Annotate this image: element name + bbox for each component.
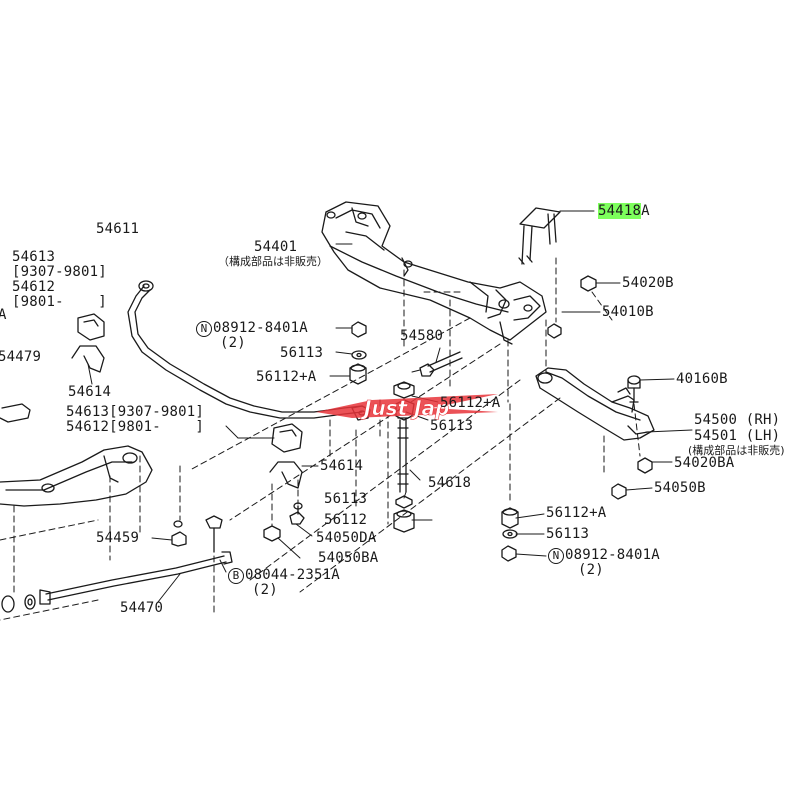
- part-54401-label[interactable]: 54401: [254, 239, 298, 255]
- bracket-54459-drawing: [0, 445, 153, 507]
- part-40160b-label[interactable]: 40160B: [676, 371, 728, 387]
- part-56112a-a-label[interactable]: 56112+A: [256, 369, 317, 385]
- part-cut-a-label[interactable]: A: [0, 307, 7, 323]
- part-54401-note: （構成部品は非販売）: [218, 255, 328, 268]
- part-54050da-label[interactable]: 54050DA: [316, 530, 377, 546]
- part-56112-c-label[interactable]: 56112: [324, 512, 368, 528]
- part-56113-d-label[interactable]: 56113: [546, 526, 590, 542]
- part-54501-label[interactable]: 54501 (LH): [694, 428, 781, 444]
- part-08912-bot-number: 08912-8401A: [565, 547, 660, 563]
- stud-plate-54418a-drawing: [518, 207, 595, 265]
- part-54418-suffix: A: [641, 203, 650, 219]
- part-54470-label[interactable]: 54470: [120, 600, 164, 616]
- part-08912-bot-qty: (2): [578, 562, 604, 578]
- part-54500-label[interactable]: 54500 (RH): [694, 412, 781, 428]
- part-54020b-label[interactable]: 54020B: [622, 275, 674, 291]
- part-08912-top-qty: (2): [220, 335, 246, 351]
- bushing-54612-drawing: [269, 423, 303, 489]
- part-54613-range: [9307-9801]: [12, 264, 107, 280]
- circle-n-icon: N: [548, 548, 564, 564]
- part-54459-label[interactable]: 54459: [96, 530, 140, 546]
- part-08044-qty: (2): [252, 582, 278, 598]
- nut-54020b: [580, 275, 597, 292]
- watermark-text: Just Jap: [360, 396, 449, 420]
- bolt-54580-drawing: [411, 351, 463, 377]
- part-54611-label[interactable]: 54611: [96, 221, 140, 237]
- circle-b-icon: B: [228, 568, 244, 584]
- bushing-54613-drawing: [71, 313, 105, 373]
- stud-54618-drawing: [397, 417, 421, 493]
- circle-n-icon: N: [196, 321, 212, 337]
- tension-rod-54470-drawing: [1, 551, 233, 613]
- part-56113-a-label[interactable]: 56113: [280, 345, 324, 361]
- part-08912-top-number: 08912-8401A: [213, 320, 308, 336]
- part-54020ba-label[interactable]: 54020BA: [674, 455, 735, 471]
- part-54418-number: 54418: [598, 203, 642, 219]
- crossmember-54401-drawing: [321, 201, 547, 345]
- watermark-logo: Just Jap: [316, 394, 498, 420]
- part-54050ba-label[interactable]: 54050BA: [318, 550, 379, 566]
- part-54612-label[interactable]: 54612: [12, 279, 56, 295]
- part-08044-number: 08044-2351A: [245, 567, 340, 583]
- part-54612-range: [9801- ]: [12, 294, 107, 310]
- part-54614b-label[interactable]: 54614: [320, 458, 364, 474]
- part-54614-label[interactable]: 54614: [68, 384, 112, 400]
- transverse-link-54500-drawing: [535, 367, 655, 441]
- part-56113-c-label[interactable]: 56113: [324, 491, 368, 507]
- part-54618-label[interactable]: 54618: [428, 475, 472, 491]
- part-54612b-label[interactable]: 54612[9801- ]: [66, 419, 205, 435]
- part-54010b-label[interactable]: 54010B: [602, 304, 654, 320]
- ball-joint-40160b-drawing: [627, 375, 675, 403]
- part-56113-b-label[interactable]: 56113: [430, 418, 474, 434]
- part-54418a-label[interactable]: 54418A: [598, 203, 650, 219]
- part-54613-label[interactable]: 54613: [12, 249, 56, 265]
- part-54613b-label[interactable]: 54613[9307-9801]: [66, 404, 205, 420]
- rod-54479-drawing: [0, 403, 31, 423]
- part-56112a-b-label[interactable]: 56112+A: [440, 395, 501, 411]
- part-54580-label[interactable]: 54580: [400, 328, 444, 344]
- part-54479-label[interactable]: 54479: [0, 349, 42, 365]
- part-54501-note: (構成部品は非販売): [688, 444, 785, 457]
- part-56112a-c-label[interactable]: 56112+A: [546, 505, 607, 521]
- part-54050b-label[interactable]: 54050B: [654, 480, 706, 496]
